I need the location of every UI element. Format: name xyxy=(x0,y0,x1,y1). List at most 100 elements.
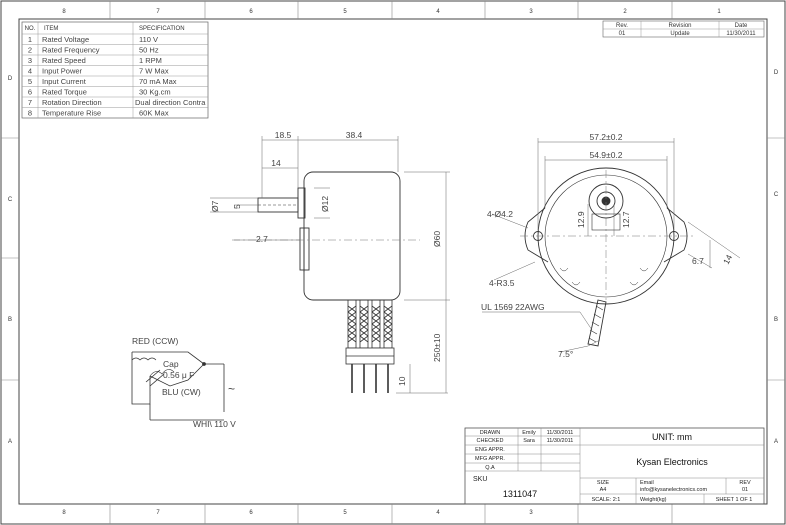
zone-col-label: 5 xyxy=(343,510,347,516)
zone-col-label: 8 xyxy=(62,510,66,516)
wire-red-label: RED (CCW) xyxy=(132,336,178,346)
zone-col-label: 6 xyxy=(249,9,253,15)
side-view-dimension-lines xyxy=(210,136,450,394)
capacitor-label: Cap xyxy=(163,359,179,369)
sheet-label: SHEET 1 OF 1 xyxy=(716,497,753,503)
checked-label: CHECKED xyxy=(477,438,504,444)
spec-row-value: 50 Hz xyxy=(139,46,159,55)
wire-blue-label: BLU (CW) xyxy=(162,387,201,397)
spec-row-item: Rated Torque xyxy=(42,88,87,97)
front-view-dimension-labels: 57.2±0.2 54.9±0.2 4-Ø4.2 4-R3.5 12.9 12.… xyxy=(481,132,734,359)
dim-pin-length: 10 xyxy=(397,376,407,386)
zone-row-label: C xyxy=(8,197,13,203)
zone-row-label: C xyxy=(774,192,779,198)
dim-boss-dia: Ø12 xyxy=(320,196,330,212)
dim-lead-length: 250±10 xyxy=(432,333,442,362)
capacitor-value: 0.56 μ F xyxy=(163,370,194,380)
zone-col-label: 8 xyxy=(62,9,66,15)
rev-value: 01 xyxy=(619,31,626,37)
motor-side-view xyxy=(232,171,420,393)
rev-label: REV xyxy=(739,480,751,486)
motor-body xyxy=(303,171,401,301)
dim-ear-b: 14 xyxy=(721,253,734,266)
sku-label: SKU xyxy=(473,476,487,483)
zone-col-label: 6 xyxy=(249,510,253,516)
coil-left xyxy=(131,352,151,405)
zone-labels-top: 8 7 6 5 4 3 2 1 xyxy=(62,9,721,15)
spec-row-item: Rated Voltage xyxy=(42,35,89,44)
spec-row-no: 1 xyxy=(28,35,32,44)
lead-wires xyxy=(345,299,395,393)
date-header: Date xyxy=(735,23,748,29)
revision-value: Update xyxy=(670,31,690,37)
dim-flat: 5 xyxy=(232,204,242,209)
zone-col-label: 7 xyxy=(156,9,160,15)
zone-row-label: B xyxy=(8,317,12,323)
red-wire xyxy=(132,351,205,365)
spec-row-no: 3 xyxy=(28,56,32,65)
zone-col-label: 5 xyxy=(343,9,347,15)
dim-18-5: 18.5 xyxy=(275,130,292,140)
spec-row-item: Input Power xyxy=(42,67,83,76)
weight-label: Weight(kg) xyxy=(640,497,667,503)
dim-shaft-dia: Ø7 xyxy=(210,200,220,212)
drawn-name: Emily xyxy=(522,430,536,436)
dim-38-4: 38.4 xyxy=(346,130,363,140)
zone-row-label: D xyxy=(8,76,13,82)
size-value: A4 xyxy=(600,487,607,493)
spec-row-no: 6 xyxy=(28,88,32,97)
spec-row-no: 8 xyxy=(28,109,32,118)
dim-radius: 4-R3.5 xyxy=(489,278,515,288)
zone-labels-right: D C B A xyxy=(774,70,779,445)
zone-labels-bottom: 8 7 6 5 4 3 xyxy=(62,510,533,516)
dim-offset: 2.7 xyxy=(256,234,268,244)
zone-labels-left: D C B A xyxy=(8,76,13,445)
dim-angle: 7.5° xyxy=(558,349,573,359)
email-label: Email xyxy=(640,480,654,486)
spec-header-no: NO. xyxy=(25,26,36,32)
spec-row-value: 30 Kg.cm xyxy=(139,88,171,97)
coil-link xyxy=(149,363,205,387)
spec-header-item: ITEM xyxy=(44,26,58,32)
drawn-date: 11/30/2011 xyxy=(547,430,574,436)
rev-value: 01 xyxy=(742,487,748,493)
dim-holes: 4-Ø4.2 xyxy=(487,209,513,219)
wire-white-label: WHI\ 110 V xyxy=(193,419,236,429)
mounting-plate xyxy=(299,227,310,271)
zone-row-label: A xyxy=(8,439,12,445)
zone-row-label: B xyxy=(774,317,778,323)
ac-source-symbol: ~ xyxy=(228,382,235,396)
spec-row-no: 7 xyxy=(28,98,32,107)
sku-value: 1311047 xyxy=(503,489,537,499)
dim-shaft-length: 14 xyxy=(271,158,281,168)
zone-col-label: 3 xyxy=(529,510,533,516)
front-view-dimension-lines xyxy=(482,138,741,353)
unit-label: UNIT: mm xyxy=(652,432,692,442)
revision-table: Rev. Revision Date 01 Update 11/30/2011 xyxy=(602,20,765,38)
dim-body-dia: Ø60 xyxy=(432,231,442,247)
qa-label: Q.A xyxy=(485,465,495,471)
title-block: DRAWN Emily 11/30/2011 CHECKED Sara 11/3… xyxy=(464,427,765,505)
spec-row-item: Rated Speed xyxy=(42,56,86,65)
wiring-labels: RED (CCW) Cap 0.56 μ F BLU (CW) WHI\ 110… xyxy=(132,336,236,429)
zone-col-label: 4 xyxy=(436,510,440,516)
cable-spec-label: UL 1569 22AWG xyxy=(481,302,545,312)
spec-row-item: Input Current xyxy=(42,77,87,86)
size-label: SIZE xyxy=(597,480,610,486)
wiring-diagram xyxy=(131,351,225,421)
spec-row-no: 4 xyxy=(28,67,32,76)
motor-front-view xyxy=(520,167,694,347)
side-view-dimension-labels: 18.5 38.4 14 Ø7 5 Ø12 2.7 Ø60 250±10 10 xyxy=(210,130,442,386)
spec-row-item: Temperature Rise xyxy=(42,109,101,118)
zone-col-label: 1 xyxy=(717,9,721,15)
email-value: info@kysanelectronics.com xyxy=(640,487,707,493)
inner-border xyxy=(18,18,768,505)
spec-row-item: Rotation Direction xyxy=(42,98,102,107)
zone-row-label: D xyxy=(774,70,779,76)
drawn-label: DRAWN xyxy=(480,430,501,436)
zone-col-label: 3 xyxy=(529,9,533,15)
rev-header: Rev. xyxy=(616,23,628,29)
spec-header-spec: SPECIFICATION xyxy=(139,26,185,32)
